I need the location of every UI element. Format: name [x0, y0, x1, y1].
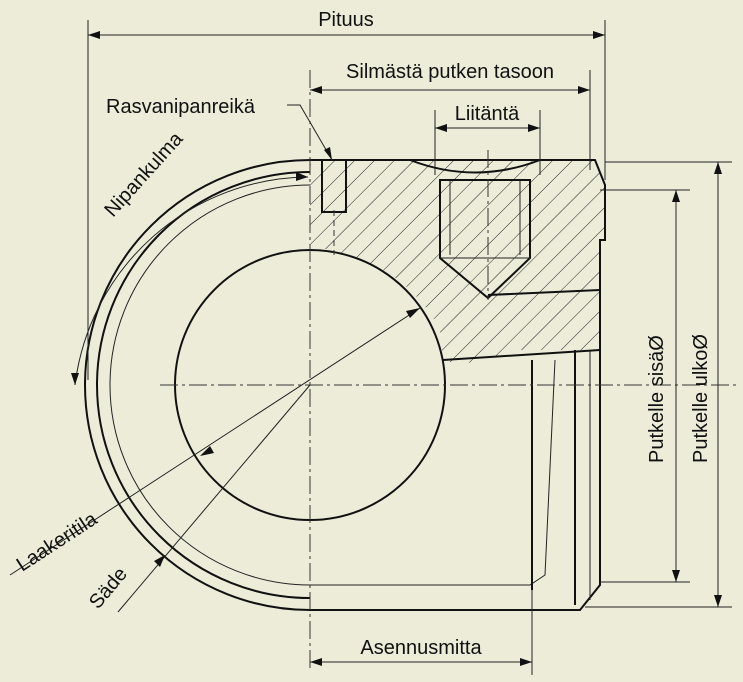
putkelle-sisa-label: Putkelle sisäØ: [646, 335, 668, 463]
arrow: [406, 308, 420, 318]
arrow: [154, 555, 165, 567]
nipankulma-arc: [74, 176, 309, 386]
inner-contour: [96, 171, 311, 599]
arrow: [593, 31, 605, 39]
nipankulma-label: Nipankulma: [100, 127, 188, 221]
pituus-label: Pituus: [318, 9, 374, 31]
rasvanipanreika-leader: [287, 104, 333, 161]
laakeritila-label: Laakeritila: [13, 508, 102, 577]
arrow: [88, 31, 100, 39]
arrow: [310, 86, 322, 94]
section-hatch: [310, 160, 605, 365]
arrow: [672, 570, 680, 582]
arrow: [310, 658, 322, 666]
arrow: [520, 658, 532, 666]
arrow: [578, 86, 590, 94]
arrow: [200, 446, 214, 456]
arrow: [435, 124, 447, 132]
arrow: [714, 595, 722, 607]
arrow: [296, 172, 308, 181]
body-outline: [84, 159, 606, 611]
bore-line: [487, 289, 601, 296]
laakeritila-leader: [9, 307, 421, 576]
silmasta-label: Silmästä putken tasoon: [346, 61, 554, 83]
arrow: [714, 162, 722, 174]
sade-leader: [117, 384, 311, 613]
asennusmitta-label: Asennusmitta: [360, 637, 482, 659]
connection-hole: [409, 159, 541, 300]
arrow: [71, 373, 79, 385]
rasvanipanreika-label: Rasvanipanreikä: [106, 96, 256, 118]
putkelle-ulko-label: Putkelle ulkoØ: [690, 334, 712, 463]
inner-contour-2: [109, 184, 556, 586]
arrow: [672, 190, 680, 202]
section-lower-edge: [442, 349, 601, 361]
sade-label: Säde: [85, 563, 132, 613]
arrow: [324, 147, 332, 160]
liitanta-label: Liitäntä: [455, 103, 520, 125]
arrow: [528, 124, 540, 132]
